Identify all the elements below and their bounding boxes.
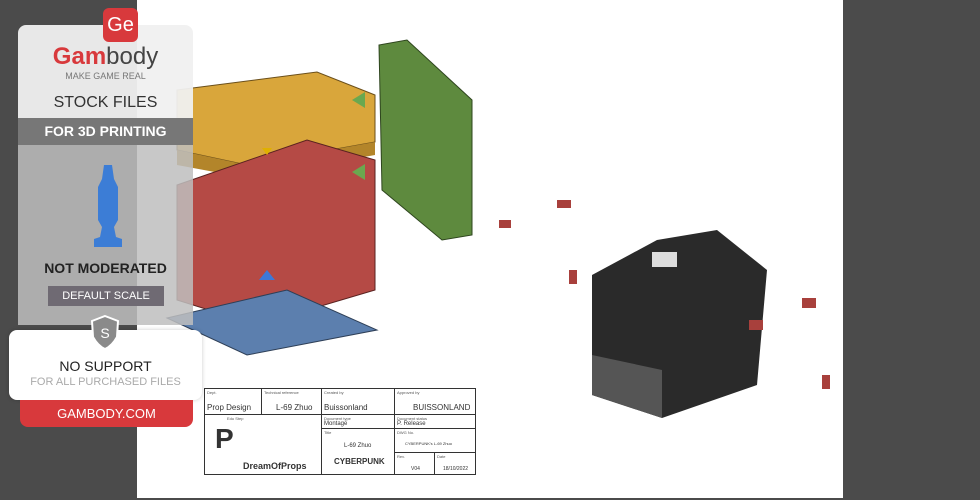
shield-letter: S [100, 325, 109, 341]
brand-part-a: Gam [52, 43, 107, 70]
dept-value: Prop Design [207, 403, 252, 412]
dwg-label: DWG No. [397, 430, 415, 435]
for-3d-printing-label: FOR 3D PRINTING [18, 118, 193, 145]
date-label: Date [437, 454, 446, 459]
black-assembled-part [592, 230, 767, 418]
no-support-label: NO SUPPORT [59, 358, 152, 374]
green-side-panel [378, 39, 473, 241]
status-label: Document status [397, 416, 428, 421]
rev-label: Rev. [397, 454, 405, 459]
company-name: DreamOfProps [243, 461, 307, 471]
tech-ref-label: Technical reference [264, 390, 299, 395]
figure-icon [94, 165, 122, 247]
doctype-label: Document type [324, 416, 351, 421]
copy-label: Edu Step [227, 416, 244, 421]
doctype-value: Montage [324, 421, 348, 427]
not-moderated-label: NOT MODERATED [44, 260, 167, 276]
brand-part-b: body [106, 43, 159, 70]
exploded-3d-model [165, 39, 830, 418]
dept-label: Dept. [207, 390, 217, 395]
approved-value: BUISSONLAND [413, 403, 471, 412]
default-scale-badge: DEFAULT SCALE [48, 286, 164, 306]
status-value: P. Release [397, 421, 426, 427]
blue-base-plate [165, 289, 379, 356]
title-label: Title [324, 430, 332, 435]
gambody-promo-panel: Ge Gambody MAKE GAME REAL STOCK FILES FO… [9, 8, 202, 427]
stock-files-label: STOCK FILES [53, 94, 158, 111]
small-red-parts [499, 200, 830, 389]
arrows [259, 92, 365, 280]
brand-name: Gambody [18, 45, 193, 69]
dwg-value: CYBERPUNK's L-69 Zhuo [405, 441, 453, 446]
tagline: MAKE GAME REAL [65, 71, 146, 81]
title-line-2: CYBERPUNK [334, 457, 385, 466]
gambody-logo-icon: Ge [103, 8, 138, 42]
date-value: 18/10/2022 [443, 466, 469, 472]
created-label: Created by [324, 390, 344, 395]
created-value: Buissonland [324, 403, 368, 412]
rev-value: V04 [411, 466, 420, 472]
tech-ref-value: L-69 Zhuo [276, 403, 313, 412]
title-line-1: L-69 Zhuo [344, 443, 372, 449]
gambody-site-link[interactable]: GAMBODY.COM [20, 400, 193, 427]
support-note: FOR ALL PURCHASED FILES [30, 376, 181, 388]
approved-label: Approved by [397, 390, 420, 395]
shield-icon: S [90, 315, 120, 350]
dreamofprops-logo: P [215, 423, 234, 454]
